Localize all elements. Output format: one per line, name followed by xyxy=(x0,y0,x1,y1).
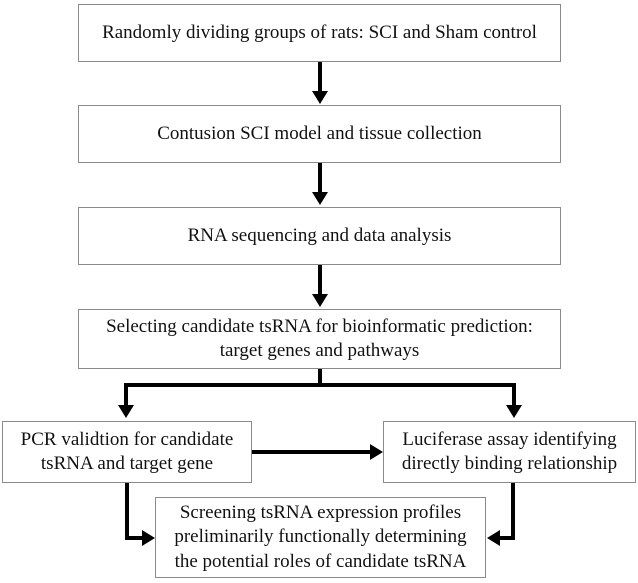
edge-rnaseq-to-select xyxy=(318,265,322,296)
edge-luciferase-to-screening-horizontal xyxy=(496,536,515,540)
node-luciferase-assay-label: Luciferase assay identifying directly bi… xyxy=(401,428,618,474)
node-contusion-model-label: Contusion SCI model and tissue collectio… xyxy=(157,122,482,144)
arrowhead-right-icon xyxy=(142,530,155,546)
edge-select-fork-bar xyxy=(124,383,516,387)
edge-fork-to-pcr xyxy=(124,383,128,409)
arrowhead-down-icon xyxy=(312,91,328,104)
arrowhead-down-icon xyxy=(506,405,522,418)
arrowhead-down-icon xyxy=(312,294,328,307)
edge-pcr-to-screening-horizontal xyxy=(125,536,145,540)
edge-randomize-to-model xyxy=(318,62,322,93)
edge-luciferase-to-screening-vertical xyxy=(511,483,515,540)
node-select-candidate-tsrna-label: Selecting candidate tsRNA for bioinforma… xyxy=(106,315,533,361)
edge-pcr-to-screening-vertical xyxy=(125,483,129,540)
node-contusion-model: Contusion SCI model and tissue collectio… xyxy=(78,105,561,163)
arrowhead-down-icon xyxy=(118,405,134,418)
node-pcr-validation: PCR validtion for candidate tsRNA and ta… xyxy=(2,421,252,483)
node-randomize: Randomly dividing groups of rats: SCI an… xyxy=(78,4,561,62)
node-select-candidate-tsrna: Selecting candidate tsRNA for bioinforma… xyxy=(78,309,561,369)
arrowhead-left-icon xyxy=(487,530,500,546)
edge-select-fork-stem xyxy=(318,369,322,387)
node-screening-tsrna-profiles-label: Screening tsRNA expression profiles prel… xyxy=(174,502,467,572)
edge-fork-to-luciferase xyxy=(512,383,516,409)
node-pcr-validation-label: PCR validtion for candidate tsRNA and ta… xyxy=(20,428,234,474)
arrowhead-down-icon xyxy=(312,192,328,205)
node-rna-sequencing-label: RNA sequencing and data analysis xyxy=(187,224,452,246)
arrowhead-right-icon xyxy=(370,444,383,460)
node-luciferase-assay: Luciferase assay identifying directly bi… xyxy=(383,421,636,483)
node-randomize-label: Randomly dividing groups of rats: SCI an… xyxy=(102,21,537,43)
edge-model-to-rnaseq xyxy=(318,163,322,194)
node-screening-tsrna-profiles: Screening tsRNA expression profiles prel… xyxy=(155,497,486,578)
edge-pcr-to-luciferase xyxy=(252,450,374,454)
node-rna-sequencing: RNA sequencing and data analysis xyxy=(78,207,561,265)
